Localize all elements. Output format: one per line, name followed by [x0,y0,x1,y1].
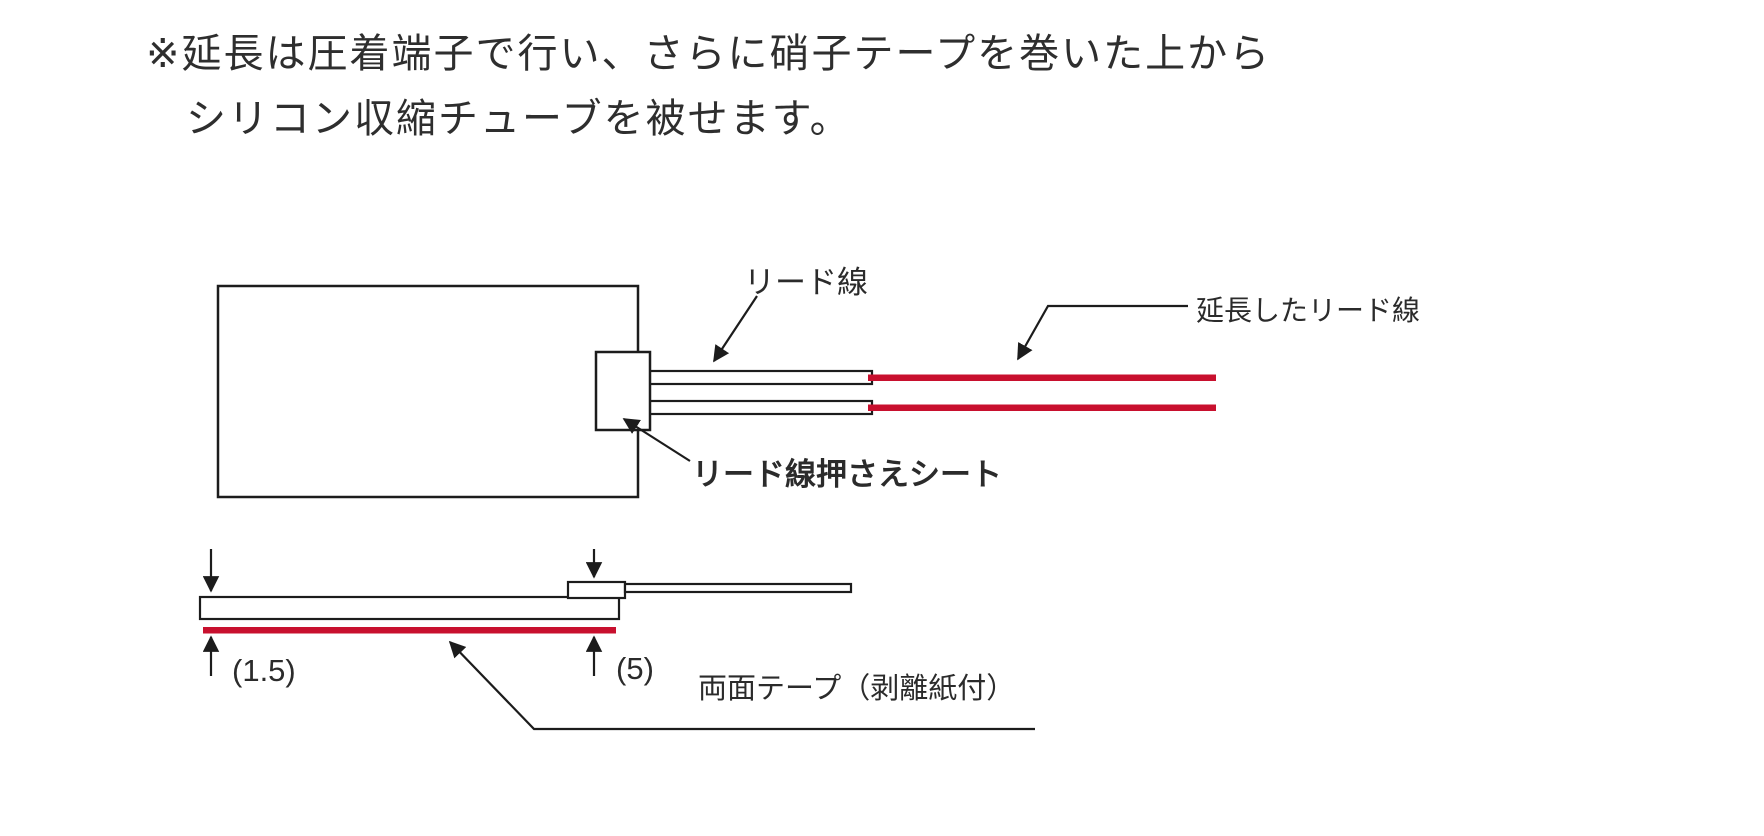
double-sided-tape-label: 両面テープ（剥離紙付） [698,673,1016,705]
double-sided-tape [203,627,616,634]
extended-lead-wire-label: 延長したリード線 [1196,295,1421,326]
note-line-1: ※延長は圧着端子で行い、さらに硝子テープを巻いた上から [146,32,1272,76]
lead-wire-press-sheet-label: リード線押さえシート [692,457,1002,492]
note-line-2: シリコン収縮チューブを被せます。 [186,96,852,141]
extended-lead-wire-leader-arrow [1017,304,1188,361]
lead-wire-leader-arrow [713,295,758,363]
lead-wire-upper [646,369,874,386]
extended-lead-wire-upper [868,374,1216,381]
heater-sheet-top-view [216,284,640,499]
dimension-5-label: (5) [616,651,654,686]
lead-wire-press-sheet-rect [594,350,652,432]
press-sheet-side-view [566,580,627,600]
press-sheet-leader-arrow [622,418,691,462]
note-text: ※延長は圧着端子で行い、さらに硝子テープを巻いた上から シリコン収縮チューブを被… [146,22,1271,152]
lead-wire-label: リード線 [744,265,868,300]
lead-wire-side-view [623,582,853,594]
heater-sheet-side-view [198,595,621,621]
dimension-1-5-label: (1.5) [232,653,296,688]
extended-lead-wire-lower [868,404,1216,411]
lead-wire-lower [646,399,874,416]
tape-leader-arrow [448,640,1035,731]
